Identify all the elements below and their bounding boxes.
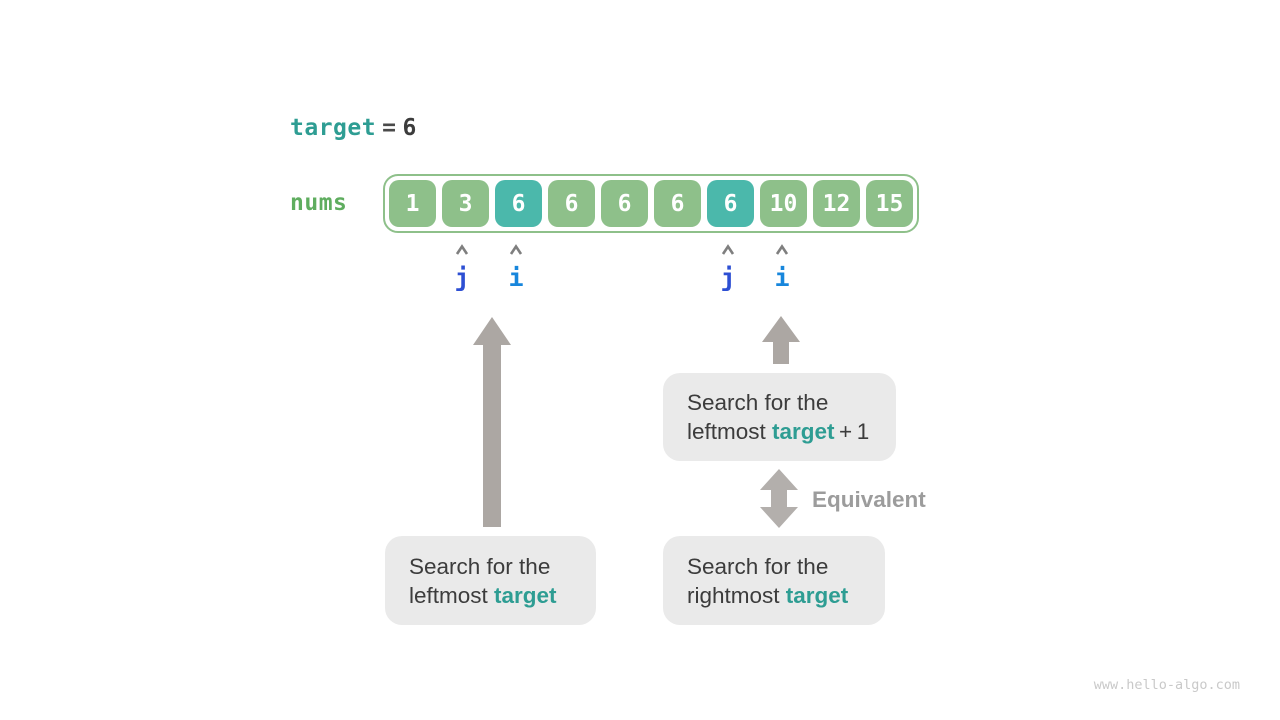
array-cell: 6 (601, 180, 648, 227)
equivalent-label: Equivalent (812, 487, 926, 512)
array-cell: 10 (760, 180, 807, 227)
annotation-line: leftmost target + 1 (687, 419, 870, 444)
array-cell: 6 (495, 180, 542, 227)
target-keyword: target (290, 115, 377, 141)
array-cell: 6 (548, 180, 595, 227)
annotation-box-leftmost-target: Search for the leftmost target (385, 536, 596, 625)
caret-up-icon (455, 244, 469, 255)
target-keyword: target (494, 582, 557, 608)
annotation-line: Search for the (687, 390, 829, 415)
array-cell: 12 (813, 180, 860, 227)
annotation-box-leftmost-target-plus-one: Search for the leftmost target + 1 (663, 373, 896, 461)
array-cell: 6 (707, 180, 754, 227)
annotation-line: Search for the (687, 553, 829, 579)
annotation-line: Search for the (409, 553, 551, 579)
target-keyword: target (785, 582, 849, 608)
array-cell: 15 (866, 180, 913, 227)
pointer-i-label: i (774, 263, 790, 292)
pointer-i-label: i (508, 263, 524, 292)
caret-up-icon (775, 244, 789, 255)
annotation-box-rightmost-target: Search for the rightmost target (663, 536, 885, 625)
target-value: 6 (402, 115, 417, 141)
caret-up-icon (509, 244, 523, 255)
equals-sign: = (382, 115, 397, 141)
array-cell: 6 (654, 180, 701, 227)
equivalent-arrow-icon (760, 469, 798, 528)
annotation-line: rightmost target (687, 582, 849, 608)
nums-label: nums (290, 190, 348, 216)
array-cell: 3 (442, 180, 489, 227)
annotation-line: leftmost target (409, 582, 557, 608)
pointer-j-label: j (454, 263, 470, 292)
up-arrow-right-icon (762, 316, 800, 364)
target-equation: target=6 (290, 115, 417, 141)
array-cell: 1 (389, 180, 436, 227)
watermark: www.hello-algo.com (1093, 677, 1240, 693)
target-keyword: target (772, 419, 835, 444)
pointer-j-label: j (720, 263, 736, 292)
up-arrow-left-icon (473, 317, 511, 527)
caret-up-icon (721, 244, 735, 255)
